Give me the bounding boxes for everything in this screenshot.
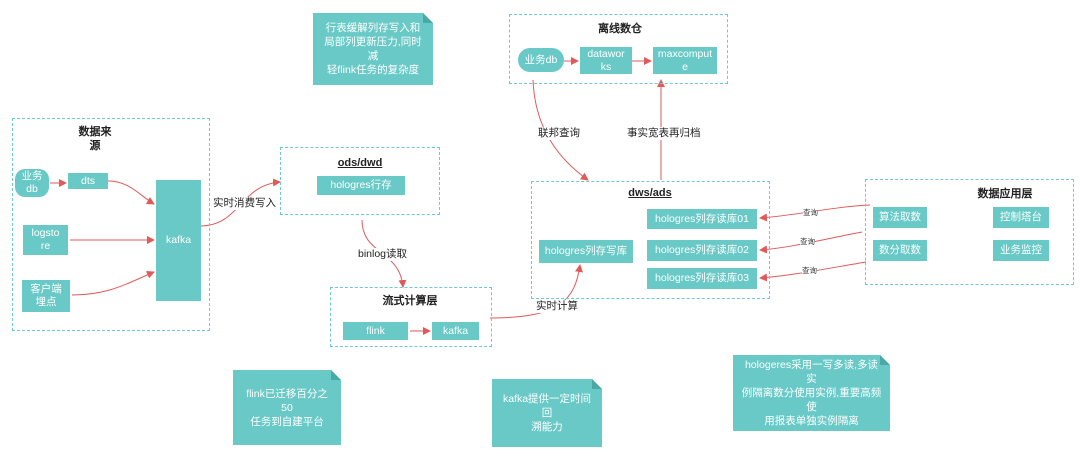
node-analyst-fetch[interactable]: 数分取数 — [873, 240, 927, 261]
group-title-ods: ods/dwd — [337, 157, 383, 169]
note-flink-migration: flink已迁移百分之50 任务到自建平台 — [233, 370, 341, 445]
note-fold-icon — [880, 355, 890, 365]
node-hologres-read-03[interactable]: hologres列存读库03 — [647, 268, 757, 289]
edge-offline-dws — [532, 79, 589, 181]
group-title-dws: dws/ads — [628, 187, 672, 199]
node-biz-monitor[interactable]: 业务监控 — [993, 240, 1049, 261]
group-ods — [280, 147, 440, 215]
node-maxcompute[interactable]: maxcomput e — [653, 47, 717, 74]
edge-label-binlog: binlog读取 — [358, 248, 408, 261]
edge-label-query-1: 查询 — [803, 208, 818, 217]
edge-label-query-2: 查询 — [800, 237, 815, 246]
group-stream — [330, 287, 492, 347]
node-kafka-main[interactable]: kafka — [156, 180, 201, 301]
node-biz-db-offline[interactable]: 业务db — [518, 48, 564, 72]
edge-label-archive: 事实宽表再归档 — [627, 127, 701, 140]
node-dataworks[interactable]: datawor ks — [580, 47, 632, 74]
edge-dts-kafka — [107, 180, 155, 205]
note-fold-icon — [331, 370, 341, 380]
group-offline — [509, 14, 728, 84]
group-title-stream: 流式计算层 — [382, 295, 438, 307]
group-dws — [531, 181, 770, 299]
edge-client-kafka — [71, 271, 155, 296]
node-hologres-read-02[interactable]: hologres列存读库02 — [647, 240, 757, 261]
edge-label-realtime-compute: 实时计算 — [536, 300, 578, 313]
node-hologres-row[interactable]: hologres行存 — [317, 176, 405, 195]
note-hologres-isolation: hologeres采用一写多读,多读实 例隔离数分使用实例,重要高频使 用报表单… — [733, 355, 890, 431]
node-logstore[interactable]: logsto re — [23, 225, 68, 255]
group-sources — [12, 118, 210, 331]
group-title-app: 数据应用层 — [977, 188, 1033, 200]
edge-label-query-3: 查询 — [802, 266, 817, 275]
edge-label-realtime-write: 实时消费写入 — [213, 197, 276, 210]
edge-label-federated-query: 联邦查询 — [538, 127, 580, 140]
note-fold-icon — [592, 379, 602, 389]
group-app — [865, 179, 1074, 285]
node-dts[interactable]: dts — [68, 173, 108, 189]
node-client-tracking[interactable]: 客户端 埋点 — [22, 280, 70, 312]
node-hologres-read-01[interactable]: hologres列存读库01 — [647, 209, 757, 229]
group-title-offline: 离线数仓 — [598, 23, 642, 35]
group-title-sources: 数据来 源 — [78, 126, 112, 152]
note-row-store: 行表缓解列存写入和 局部列更新压力,同时减 轻flink任务的复杂度 — [313, 13, 433, 85]
node-hologres-write[interactable]: hologres列存写库 — [539, 240, 633, 263]
node-kafka-stream[interactable]: kafka — [432, 322, 479, 340]
note-fold-icon — [423, 13, 433, 23]
node-control-tower[interactable]: 控制塔台 — [993, 207, 1049, 228]
node-algo-fetch[interactable]: 算法取数 — [873, 207, 927, 228]
node-flink[interactable]: flink — [343, 322, 408, 340]
note-kafka-replay: kafka提供一定时间回 溯能力 — [492, 379, 602, 447]
node-biz-db-source[interactable]: 业务 db — [15, 169, 49, 197]
